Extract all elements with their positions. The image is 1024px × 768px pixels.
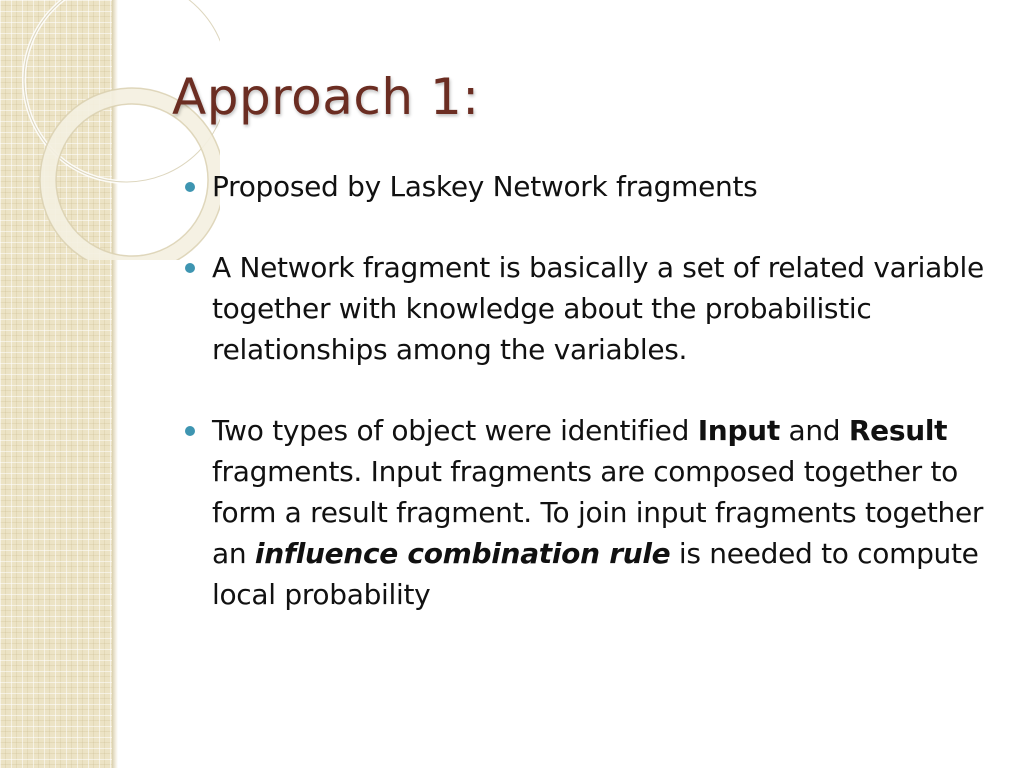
decorative-circles [22, 0, 220, 260]
bullet-text: Two types of object were identified [212, 414, 698, 447]
bullet-marker-icon [185, 182, 195, 192]
term-input: Input [697, 414, 781, 447]
bullet-text: is needed to compute local probability [212, 537, 979, 611]
bullet-marker-icon [185, 426, 195, 436]
bullet-text: A Network fragment is basically a set of… [212, 251, 984, 366]
bullet-list: Proposed by Laskey Network fragments A N… [180, 166, 990, 655]
bullet-text: fragments. Input fragments are composed … [212, 455, 984, 570]
sidebar-edge [112, 0, 118, 768]
bullet-item: A Network fragment is basically a set of… [180, 247, 990, 370]
bullet-text: and [779, 414, 849, 447]
term-result: Result [848, 414, 948, 447]
bullet-marker-icon [185, 263, 195, 273]
bullet-item: Proposed by Laskey Network fragments [180, 166, 990, 207]
bullet-text: Proposed by Laskey Network fragments [212, 170, 758, 203]
slide-title: Approach 1: [172, 68, 480, 126]
term-influence-combination-rule: influence combination rule [254, 537, 671, 570]
bullet-item: Two types of object were identified Inpu… [180, 410, 990, 615]
